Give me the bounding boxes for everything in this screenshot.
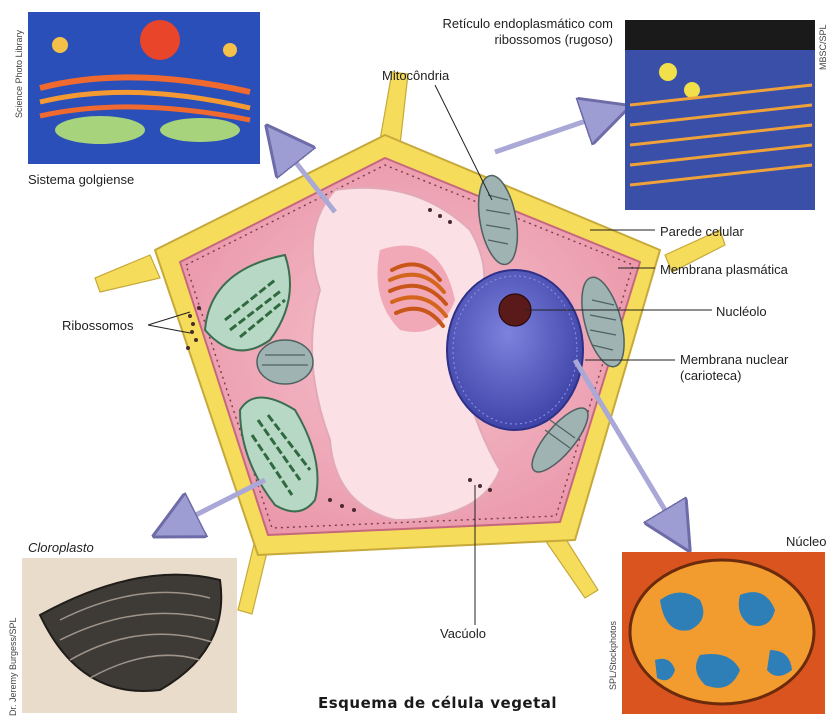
er-micrograph bbox=[625, 20, 815, 210]
diagram-title: Esquema de célula vegetal bbox=[318, 694, 557, 712]
label-reticulo-line1: Retículo endoplasmático com bbox=[428, 16, 613, 31]
credit-science-photo-library: Science Photo Library bbox=[14, 30, 24, 118]
credit-spl-stockphotos: SPL/Stockphotos bbox=[608, 621, 618, 690]
label-membrana-plasmatica: Membrana plasmática bbox=[660, 262, 788, 277]
label-nucleo: Núcleo bbox=[786, 534, 826, 549]
label-ribossomos: Ribossomos bbox=[62, 318, 134, 333]
chloroplast-micrograph bbox=[22, 558, 237, 713]
label-reticulo-line2: ribossomos (rugoso) bbox=[428, 32, 613, 47]
golgi-micrograph bbox=[28, 12, 260, 164]
label-sistema-golgiense: Sistema golgiense bbox=[28, 172, 134, 187]
label-parede-celular: Parede celular bbox=[660, 224, 744, 239]
credit-mbsc-spl: MBSC/SPL bbox=[818, 24, 828, 70]
label-membrana-nuclear-line2: (carioteca) bbox=[680, 368, 741, 383]
label-vacuolo: Vacúolo bbox=[440, 626, 486, 641]
label-membrana-nuclear-line1: Membrana nuclear bbox=[680, 352, 788, 367]
label-nucleolo: Nucléolo bbox=[716, 304, 767, 319]
nucleus bbox=[447, 270, 583, 430]
label-cloroplasto: Cloroplasto bbox=[28, 540, 94, 555]
label-mitocondria: Mitocôndria bbox=[382, 68, 449, 83]
nucleus-micrograph bbox=[622, 552, 825, 714]
credit-jeremy-burgess: Dr. Jeremy Burgess/SPL bbox=[8, 617, 18, 716]
